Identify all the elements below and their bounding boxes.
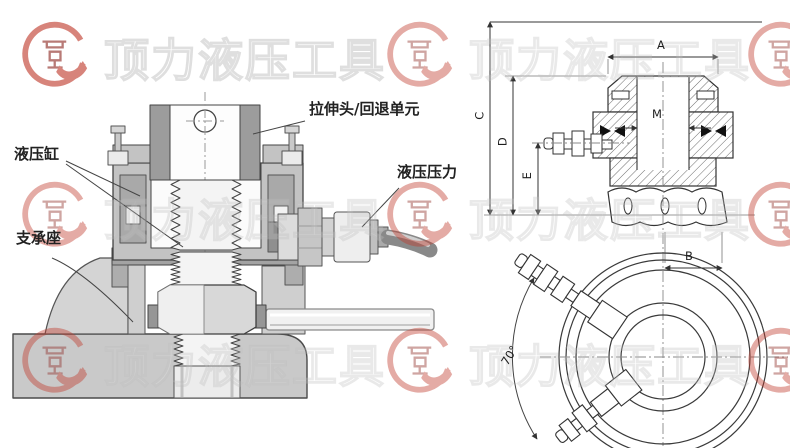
dim-label-d: D (495, 137, 510, 147)
nut-hole (623, 197, 633, 215)
piston-side-block (111, 264, 129, 288)
nut-hole (697, 197, 707, 215)
cylinder-port (125, 205, 141, 225)
hydraulic-coupler (267, 207, 389, 267)
tension-head-wall (239, 104, 261, 181)
oil-nipple (555, 368, 643, 443)
angle-arc (511, 277, 538, 440)
stud-thread-lower (173, 333, 241, 367)
callout-hydraulic-pressure: 液压压力 (397, 163, 458, 181)
support-seat-pillar (127, 255, 146, 335)
breather-plug (107, 125, 303, 166)
tommy-slot (611, 90, 630, 100)
stud-thread-window (170, 251, 242, 288)
dim-label-e: E (519, 172, 534, 180)
oil-nipple (514, 253, 628, 340)
support-seat-left-flank (44, 257, 129, 335)
stud-thread-upper (170, 179, 242, 251)
return-tube (265, 308, 435, 331)
stud-shank (173, 365, 241, 399)
tensioner-section-view (12, 92, 438, 399)
callout-cylinder: 液压缸 (14, 145, 60, 163)
dimension-section-view (484, 21, 762, 446)
dim-label-a: A (657, 38, 665, 52)
callout-tension-head: 拉伸头/回退单元 (309, 100, 420, 118)
nut-hole (660, 197, 670, 215)
hex-nut-facet (157, 284, 205, 335)
dim-label-b: B (685, 249, 693, 263)
dim-label-c: C (472, 111, 487, 120)
tension-head-wall (149, 104, 171, 181)
plan-view (511, 252, 788, 448)
callout-support-seat: 支承座 (16, 229, 62, 247)
flange-slab (12, 333, 308, 399)
tommy-slot (696, 90, 715, 100)
piston-side-block (284, 264, 304, 286)
oil-nipple (543, 130, 613, 157)
dim-label-m: M (652, 107, 662, 121)
extension-lines (484, 59, 755, 263)
dimension-lines (487, 21, 762, 271)
